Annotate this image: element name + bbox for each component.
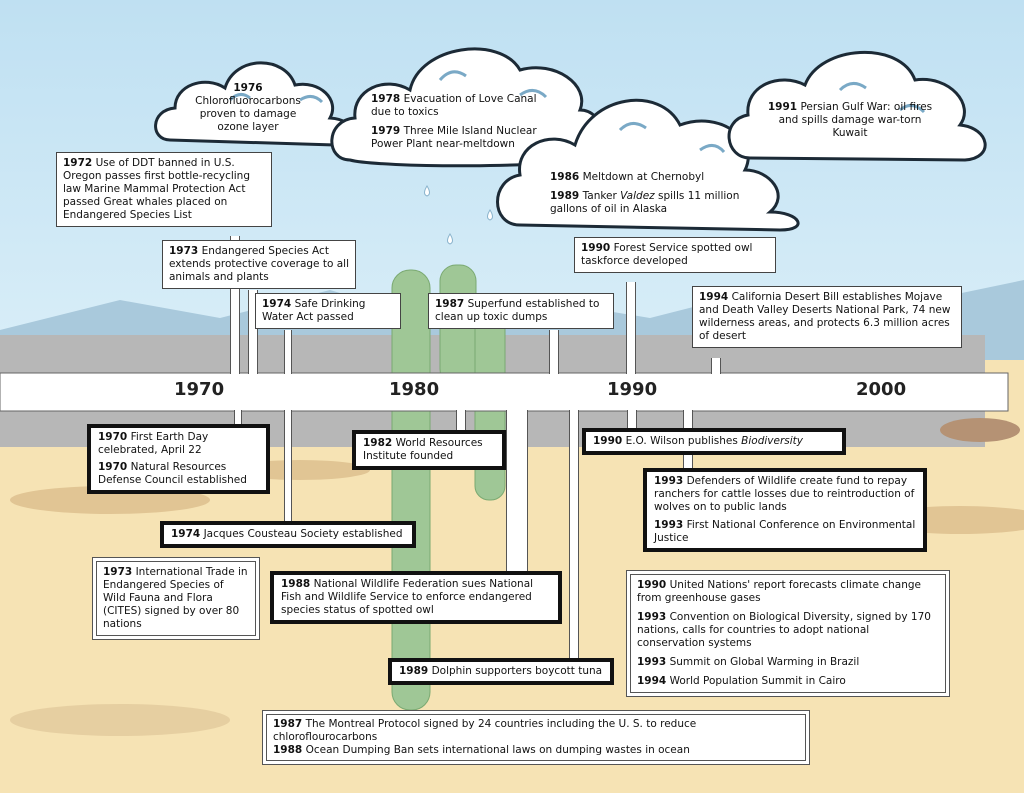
stem-1987 [549,330,559,374]
event-box-1988: 1988 National Wildlife Federation sues N… [270,571,562,624]
event-box-1987-montreal: 1987 The Montreal Protocol signed by 24 … [262,710,810,765]
event-box-1970: 1970 First Earth Day celebrated, April 2… [87,424,270,494]
event-box-1973: 1973 Endangered Species Act extends prot… [162,240,356,289]
stem-1973 [248,290,258,374]
stem-1974c [284,410,292,522]
event-box-1989: 1989 Dolphin supporters boycott tuna [388,658,614,685]
cloud-1986-1989: 1986 Meltdown at Chernobyl 1989 Tanker V… [550,171,740,215]
stem-1990e [627,410,637,430]
stem-1990a [626,282,636,374]
stem-1982 [456,410,466,432]
stem-1970 [234,410,242,428]
event-box-1993: 1993 Defenders of Wildlife create fund t… [643,468,927,552]
event-box-1990-wilson: 1990 E.O. Wilson publishes Biodiversity [582,428,846,455]
stem-1994 [711,358,721,374]
event-box-1974-cousteau: 1974 Jacques Cousteau Society establishe… [160,521,416,548]
decade-label-2000: 2000 [856,379,907,400]
event-box-1973-cites: 1973 International Trade in Endangered S… [92,557,260,640]
cloud-1976: 1976 Chlorofluorocarbons proven to damag… [195,82,301,133]
event-box-1982: 1982 World Resources Institute founded [352,430,506,470]
cloud-1978-1979: 1978 Evacuation of Love Canal due to tox… [371,93,537,150]
decade-label-1980: 1980 [389,379,440,400]
stem-1988 [506,410,528,574]
event-box-1987: 1987 Superfund established to clean up t… [428,293,614,329]
event-box-1972: 1972 Use of DDT banned in U.S. Oregon pa… [56,152,272,227]
stem-1972 [230,236,240,374]
clouds-layer [154,47,987,232]
stem-1989 [569,410,579,660]
event-box-1974: 1974 Safe Drinking Water Act passed [255,293,401,329]
decade-label-1970: 1970 [174,379,225,400]
event-box-1990-un: 1990 United Nations' report forecasts cl… [626,570,950,697]
raindrops [424,185,493,245]
stem-1974 [284,330,292,374]
event-box-1994: 1994 California Desert Bill establishes … [692,286,962,348]
cloud-1991: 1991 Persian Gulf War: oil fires and spi… [767,101,933,139]
decade-label-1990: 1990 [607,379,658,400]
event-box-1990-owl: 1990 Forest Service spotted owl taskforc… [574,237,776,273]
timeline-bar [0,372,1009,412]
